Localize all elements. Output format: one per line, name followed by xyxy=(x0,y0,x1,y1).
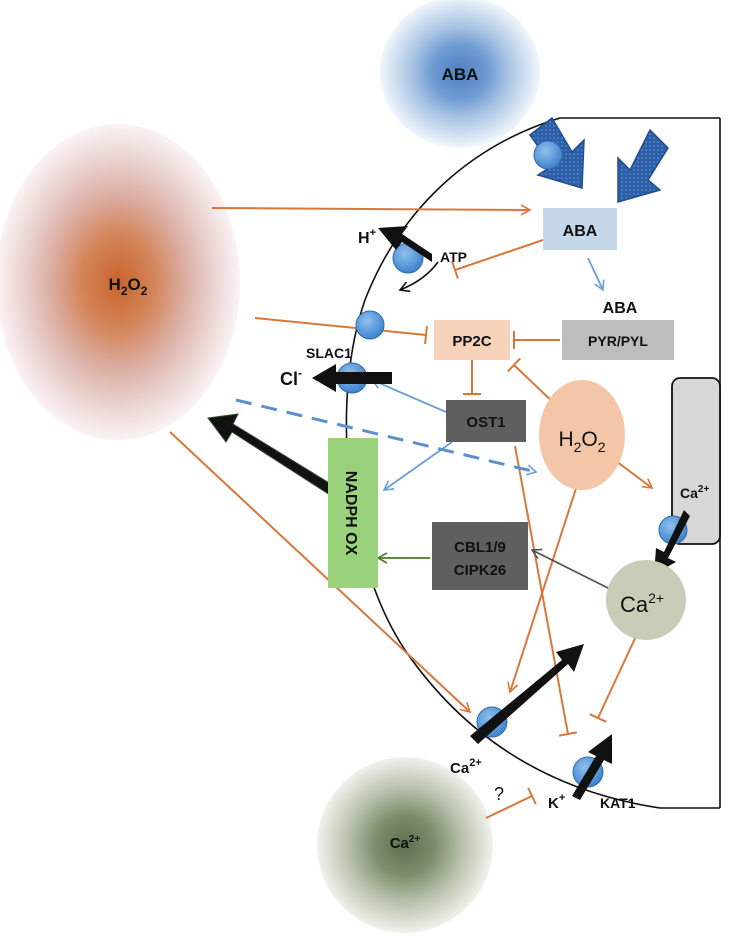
unknown-regulation-label: ? xyxy=(494,784,504,804)
h2o2-to-ca-channel-arrow xyxy=(169,431,472,714)
svg-text:Ca2+: Ca2+ xyxy=(390,834,421,852)
proton-label: H+ xyxy=(358,227,376,247)
aba-diffusion-arrow xyxy=(617,128,669,203)
proton-efflux-arrow xyxy=(378,226,432,262)
vacuole xyxy=(671,377,721,545)
svg-text:NADPH OX: NADPH OX xyxy=(342,471,359,556)
ca-to-cbl-arrow xyxy=(530,548,613,591)
svg-text:OST1: OST1 xyxy=(466,414,505,431)
calcium-cytosolic: Ca2+ xyxy=(606,560,686,640)
ca-inhibits-kat1-line xyxy=(589,631,639,723)
cell-membrane xyxy=(345,117,720,809)
atp-pump-arrow xyxy=(398,261,439,293)
calcium-channel-label: Ca2+ xyxy=(450,757,482,777)
h2o2-cell-to-ca-channel-arrow xyxy=(507,469,583,694)
pyr-pyl-receptor: ABA PYR/PYL xyxy=(562,300,674,360)
aba-node: ABA xyxy=(543,208,617,250)
aba-inhibits-atp-line xyxy=(451,239,544,279)
pp2c-node: PP2C xyxy=(434,320,510,360)
h2o2-to-aba-arrow xyxy=(211,204,532,216)
potassium-label: K+ xyxy=(548,792,565,812)
svg-text:ABA: ABA xyxy=(563,223,598,240)
ost1-to-slac1-arrow xyxy=(370,378,447,413)
cbl-cipk-node: CBL1/9 CIPK26 xyxy=(432,522,528,590)
potassium-efflux-arrow xyxy=(572,734,612,800)
kat1-label: KAT1 xyxy=(600,795,636,811)
ost1-inhibits-kat1-line xyxy=(514,445,578,737)
svg-text:H2O2: H2O2 xyxy=(109,275,148,298)
membrane-channel xyxy=(355,310,385,340)
ca-source-inhibits-k-line xyxy=(485,787,537,819)
vacuole-calcium-release-arrow xyxy=(654,510,690,574)
svg-text:PP2C: PP2C xyxy=(452,333,491,350)
slac1-label: SLAC1 xyxy=(306,345,352,361)
svg-text:PYR/PYL: PYR/PYL xyxy=(588,333,648,349)
h2o2-source: H2O2 xyxy=(0,124,240,440)
chloride-label: Cl- xyxy=(280,366,302,389)
h2o2-efflux-arrow xyxy=(207,413,335,496)
aba-to-receptor-arrow xyxy=(587,257,605,292)
aba-transporter xyxy=(533,140,563,170)
svg-text:ABA: ABA xyxy=(442,65,479,84)
svg-text:CBL1/9: CBL1/9 xyxy=(454,539,506,556)
aba-source: ABA xyxy=(380,0,540,148)
svg-text:ABA: ABA xyxy=(603,300,638,317)
chloride-efflux-arrow xyxy=(312,364,392,392)
svg-text:CIPK26: CIPK26 xyxy=(454,562,507,579)
ost1-node: OST1 xyxy=(446,400,526,442)
calcium-influx-arrow xyxy=(470,644,584,744)
h2o2-cytosolic: H2O2 xyxy=(539,380,625,490)
svg-text:H2O2: H2O2 xyxy=(558,428,605,455)
svg-text:Ca2+: Ca2+ xyxy=(620,590,664,617)
h2o2-inhibits-pp2c-line xyxy=(254,317,428,345)
atp-label: ATP xyxy=(440,249,467,265)
calcium-source: Ca2+ xyxy=(317,757,493,933)
vacuole-calcium-label: Ca2+ xyxy=(680,484,709,501)
nadph-oxidase-node: NADPH OX xyxy=(328,438,378,588)
